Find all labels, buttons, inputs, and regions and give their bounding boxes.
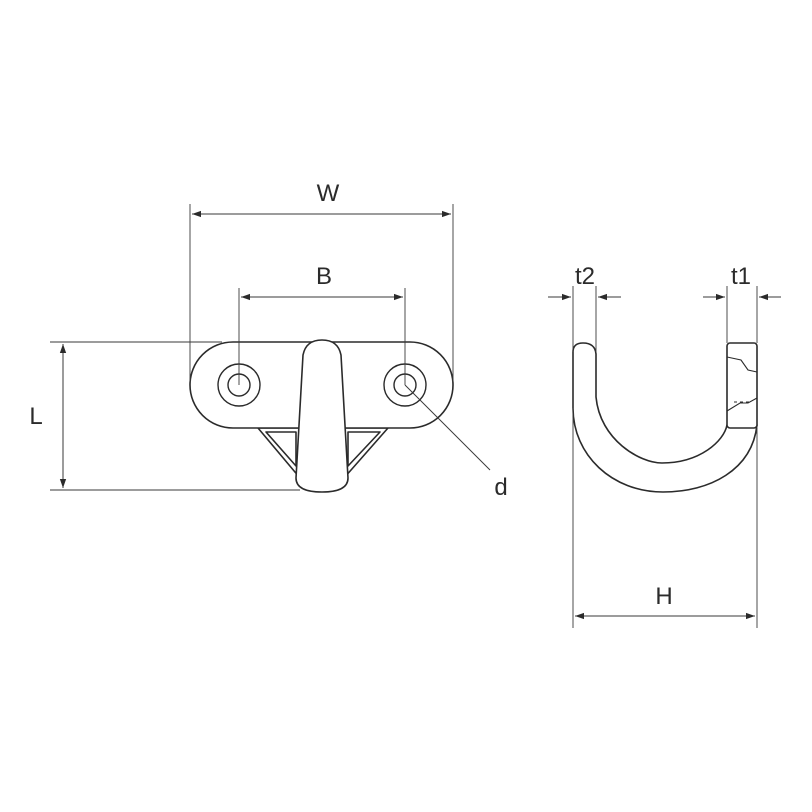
hook-profile xyxy=(572,342,758,493)
thickness-1-dimension: t1 xyxy=(703,263,781,343)
length-dimension: L xyxy=(29,341,300,491)
width-label: W xyxy=(317,180,340,207)
hook-tongue xyxy=(295,339,349,493)
mounting-block xyxy=(726,342,758,429)
hole-pitch-label: B xyxy=(316,263,332,290)
length-label: L xyxy=(29,403,42,430)
height-label: H xyxy=(655,583,672,610)
front-view: W B L d xyxy=(29,180,507,501)
side-view: t2 t1 H xyxy=(548,263,781,628)
mounting-block-detail xyxy=(726,356,758,412)
height-dimension: H xyxy=(572,408,758,628)
hole-diameter-label: d xyxy=(494,474,507,501)
thickness-1-label: t1 xyxy=(731,263,751,290)
thickness-2-label: t2 xyxy=(575,263,595,290)
hole-pitch-dimension: B xyxy=(238,263,406,385)
hole-diameter-callout: d xyxy=(404,384,508,501)
thickness-2-dimension: t2 xyxy=(548,263,621,352)
width-dimension: W xyxy=(189,180,454,382)
hook-struts xyxy=(257,427,389,479)
